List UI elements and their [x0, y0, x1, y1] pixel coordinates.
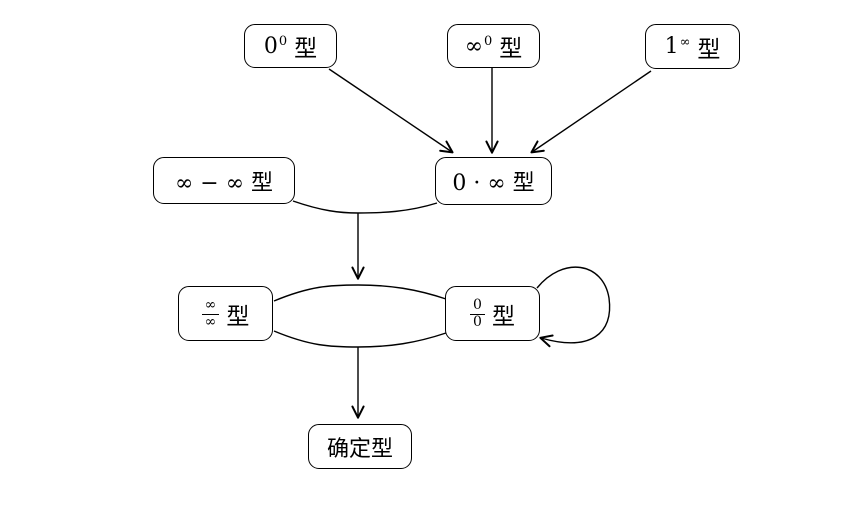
edge-zero-over-zero-self-loop: [536, 266, 611, 348]
type-label: 型: [294, 36, 318, 62]
math-zero-times-inf: 0 · ∞ 型: [452, 171, 535, 196]
type-label: 型: [499, 36, 523, 62]
determinate-label: 确定型: [326, 436, 393, 462]
edge-lens-upper-curve: [273, 284, 447, 302]
type-label: 型: [226, 303, 250, 330]
base-text: 0: [263, 33, 278, 59]
node-zero-pow-zero: 00 型: [244, 24, 337, 68]
node-zero-over-zero: 0 0 型: [445, 286, 540, 341]
denominator-text: 0: [473, 313, 482, 330]
edge-zero-times-inf-merge-curve: [357, 202, 438, 214]
edge-inf-minus-inf-merge-curve: [292, 200, 359, 214]
base-text: ∞: [464, 33, 484, 59]
type-label: 型: [491, 303, 515, 330]
node-zero-times-inf: 0 · ∞ 型: [435, 157, 552, 205]
superscript-text: 0: [484, 34, 493, 50]
node-determinate: 确定型: [308, 424, 412, 469]
edge-one-pow-inf-to-zero-times-inf: [530, 70, 652, 154]
numerator-text: 0: [470, 298, 485, 315]
node-one-pow-inf: 1∞ 型: [645, 24, 740, 69]
fraction-zero-over-zero: 0 0: [470, 298, 485, 329]
superscript-text: 0: [278, 34, 288, 50]
edge-zero-pow-zero-to-zero-times-inf: [328, 68, 454, 154]
math-inf-pow-zero: ∞0: [465, 34, 493, 59]
superscript-text: ∞: [679, 34, 691, 50]
node-inf-minus-inf: ∞ − ∞ 型: [153, 157, 295, 204]
math-inf-minus-inf: ∞ − ∞ 型: [174, 170, 274, 196]
type-label: 型: [697, 36, 721, 63]
denominator-text: ∞: [204, 313, 217, 330]
node-inf-over-inf: ∞ ∞ 型: [178, 286, 273, 341]
node-inf-pow-zero: ∞0 型: [447, 24, 540, 68]
base-text: 1: [664, 34, 679, 59]
math-one-pow-inf: 1∞: [665, 34, 691, 59]
edge-lens-lower-curve: [273, 330, 447, 348]
fraction-inf-over-inf: ∞ ∞: [201, 298, 220, 330]
numerator-text: ∞: [201, 298, 220, 315]
math-zero-pow-zero: 00: [264, 34, 287, 59]
